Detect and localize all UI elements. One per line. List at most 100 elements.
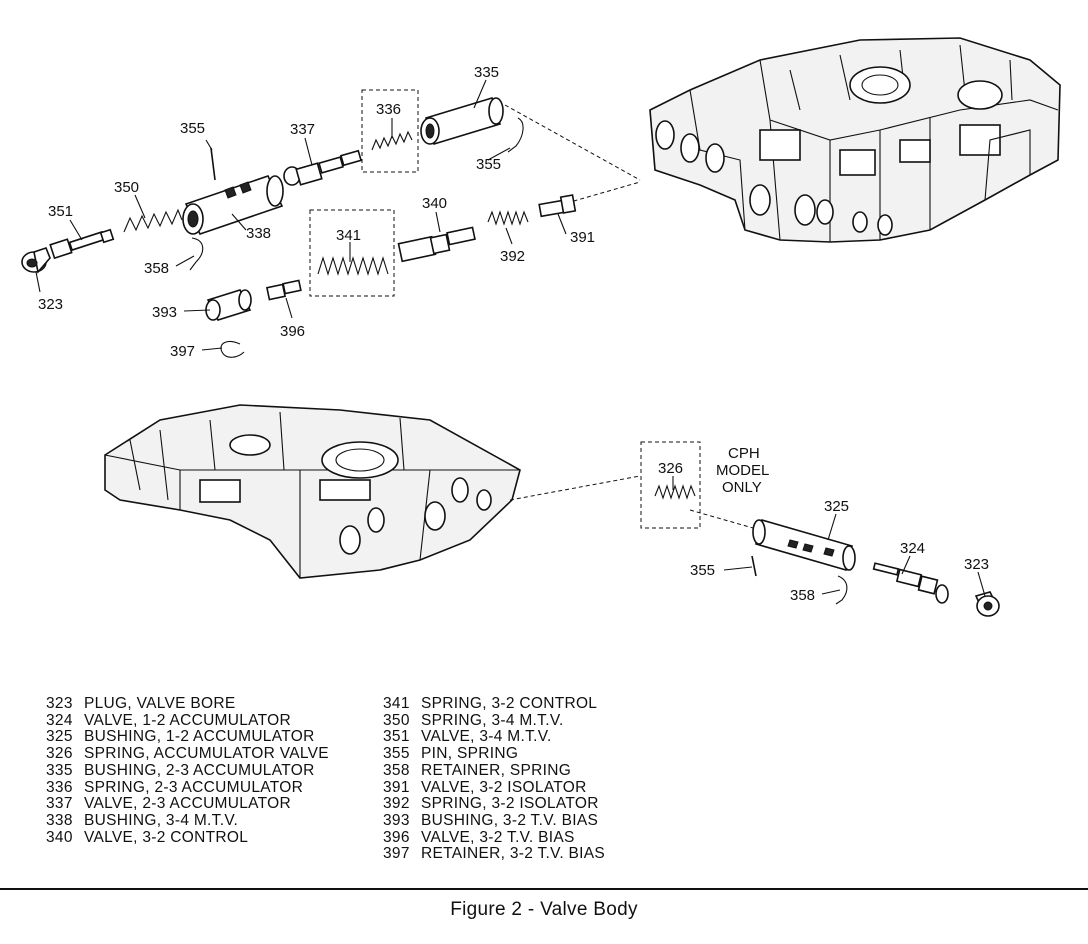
bushing-393 <box>205 289 252 321</box>
legend-part-number: 351 <box>383 728 410 746</box>
legend-part-description: SPRING, 3-2 ISOLATOR <box>421 795 599 813</box>
callout-labels: 335 336 355 337 355 350 351 338 340 341 … <box>38 64 989 604</box>
legend-part-description: PLUG, VALVE BORE <box>84 695 236 712</box>
caption-divider <box>0 888 1088 890</box>
legend-part-number: 397 <box>383 845 410 863</box>
valve-324 <box>872 562 949 604</box>
upper-parts <box>21 89 577 358</box>
legend-part-description: BUSHING, 1-2 ACCUMULATOR <box>84 728 315 746</box>
bushing-325 <box>752 519 856 571</box>
valve-396 <box>265 279 302 301</box>
valve-body-casting-upper <box>649 37 1061 243</box>
legend-part-description: SPRING, 3-4 M.T.V. <box>421 711 564 729</box>
spring-341 <box>309 209 395 297</box>
legend-part-number: 324 <box>46 711 73 729</box>
legend-row: 326 SPRING, ACCUMULATOR VALVE <box>46 745 329 763</box>
spring-350 <box>123 208 183 233</box>
legend-part-number: 341 <box>383 695 410 712</box>
valve-337 <box>283 149 363 186</box>
legend-part-description: RETAINER, SPRING <box>421 761 572 779</box>
legend-part-description: VALVE, 1-2 ACCUMULATOR <box>84 711 292 729</box>
callout-325: 325 <box>824 498 849 515</box>
legend-part-number: 325 <box>46 728 73 746</box>
legend-part-description: VALVE, 3-2 T.V. BIAS <box>421 828 575 846</box>
callout-335-top: 335 <box>474 64 499 81</box>
callout-336-top: 336 <box>376 101 401 118</box>
legend-part-number: 396 <box>383 828 410 846</box>
legend-part-description: VALVE, 2-3 ACCUMULATOR <box>84 795 292 813</box>
legend-part-number: 338 <box>46 811 73 829</box>
legend-part-number: 337 <box>46 795 73 813</box>
legend-row: 397 RETAINER, 3-2 T.V. BIAS <box>383 845 606 863</box>
legend-part-number: 393 <box>383 811 410 829</box>
figure-caption: Figure 2 - Valve Body <box>450 899 638 920</box>
legend-part-number: 336 <box>46 778 73 796</box>
valve-340 <box>397 226 476 263</box>
callout-391: 391 <box>570 229 595 246</box>
legend-part-number: 335 <box>46 761 73 779</box>
leader-lines <box>35 79 986 597</box>
callout-392: 392 <box>500 248 525 265</box>
legend-row: 335 BUSHING, 2-3 ACCUMULATOR <box>46 761 329 780</box>
plug-323-top <box>21 247 51 274</box>
legend-row: 393 BUSHING, 3-2 T.V. BIAS <box>383 811 605 830</box>
callout-351: 351 <box>48 203 73 220</box>
legend-row: 355 PIN, SPRING <box>383 745 605 763</box>
legend-row: 325 BUSHING, 1-2 ACCUMULATOR <box>46 729 329 746</box>
lower-parts <box>640 441 1000 617</box>
cph-note-line-1: CPH <box>728 445 760 462</box>
legend-part-number: 358 <box>383 761 410 779</box>
callout-323-top: 323 <box>38 296 63 313</box>
legend-part-number: 340 <box>46 828 73 846</box>
bushing-335 <box>420 97 504 145</box>
callout-358-top: 358 <box>144 260 169 277</box>
cph-note-line-2: MODEL <box>716 462 769 479</box>
legend-part-description: VALVE, 3-4 M.T.V. <box>421 728 552 746</box>
callout-355-bot: 355 <box>690 562 715 579</box>
callout-393: 393 <box>152 304 177 321</box>
legend-row: 392 SPRING, 3-2 ISOLATOR <box>383 795 605 813</box>
legend-row: 337 VALVE, 2-3 ACCUMULATOR <box>46 795 329 813</box>
legend-part-description: VALVE, 3-2 ISOLATOR <box>421 778 587 796</box>
legend-part-number: 350 <box>383 711 410 729</box>
callout-324: 324 <box>900 540 925 557</box>
spring-326 <box>640 441 701 529</box>
legend-part-number: 355 <box>383 745 410 763</box>
callout-358-bot: 358 <box>790 587 815 604</box>
valve-body-casting-lower <box>104 404 521 579</box>
legend-part-number: 326 <box>46 745 73 763</box>
legend-part-description: VALVE, 3-2 CONTROL <box>84 828 249 846</box>
legend-part-number: 392 <box>383 795 410 813</box>
bushing-338 <box>182 175 284 235</box>
callout-350: 350 <box>114 179 139 196</box>
callout-337: 337 <box>290 121 315 138</box>
callout-323-bot: 323 <box>964 556 989 573</box>
legend-row: 391 VALVE, 3-2 ISOLATOR <box>383 778 605 797</box>
legend-row: 396 VALVE, 3-2 T.V. BIAS <box>383 828 605 847</box>
callout-326: 326 <box>658 460 683 477</box>
legend-part-description: SPRING, ACCUMULATOR VALVE <box>84 745 329 763</box>
legend-part-description: BUSHING, 3-2 T.V. BIAS <box>421 811 599 829</box>
legend-part-number: 391 <box>383 778 410 796</box>
legend-row: 350 SPRING, 3-4 M.T.V. <box>383 711 605 730</box>
callout-355-mid: 355 <box>476 156 501 173</box>
legend-row: 351 VALVE, 3-4 M.T.V. <box>383 729 605 746</box>
cph-note-line-3: ONLY <box>722 479 762 496</box>
legend-row: 324 VALVE, 1-2 ACCUMULATOR <box>46 711 329 730</box>
callout-396: 396 <box>280 323 305 340</box>
legend-part-description: SPRING, 2-3 ACCUMULATOR <box>84 778 304 796</box>
legend-part-description: RETAINER, 3-2 T.V. BIAS <box>421 845 606 863</box>
callout-355-top: 355 <box>180 120 205 137</box>
callout-397: 397 <box>170 343 195 360</box>
plug-323-bottom <box>974 591 1000 617</box>
callout-340: 340 <box>422 195 447 212</box>
legend-row: 336 SPRING, 2-3 ACCUMULATOR <box>46 778 329 797</box>
legend-part-description: PIN, SPRING <box>421 745 519 763</box>
valve-body-exploded-diagram: 335 336 355 337 355 350 351 338 340 341 … <box>21 37 1061 617</box>
legend-part-description: BUSHING, 2-3 ACCUMULATOR <box>84 761 315 779</box>
